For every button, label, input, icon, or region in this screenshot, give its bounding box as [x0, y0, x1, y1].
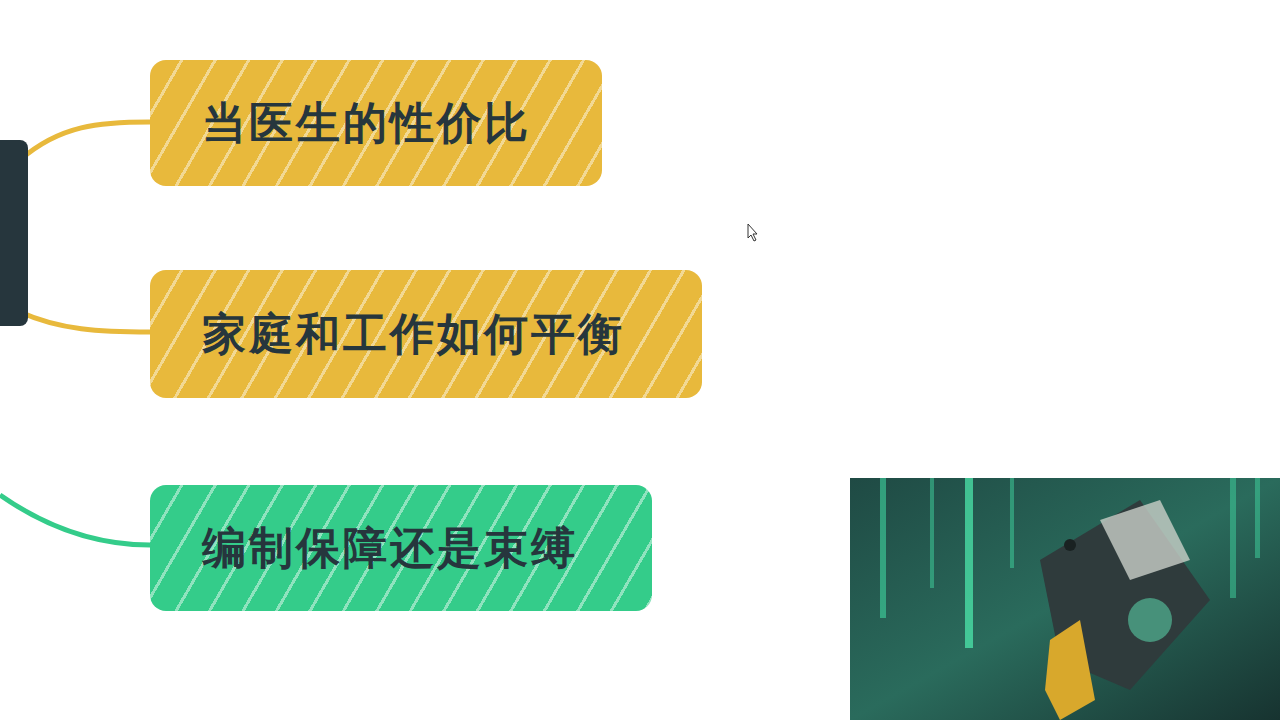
- topic-text: 当医生的性价比: [202, 94, 531, 153]
- topic-box: 编制保障还是束缚: [150, 485, 652, 611]
- branch-line: [20, 312, 150, 332]
- branch-line: [20, 122, 150, 160]
- topic-text: 家庭和工作如何平衡: [202, 305, 625, 364]
- root-node: [0, 140, 28, 326]
- topic-box: 当医生的性价比: [150, 60, 602, 186]
- branch-line: [0, 495, 150, 545]
- topic-text: 编制保障还是束缚: [202, 519, 578, 578]
- topic-box: 家庭和工作如何平衡: [150, 270, 702, 398]
- illustration: [850, 478, 1280, 720]
- mouse-cursor: [748, 224, 757, 241]
